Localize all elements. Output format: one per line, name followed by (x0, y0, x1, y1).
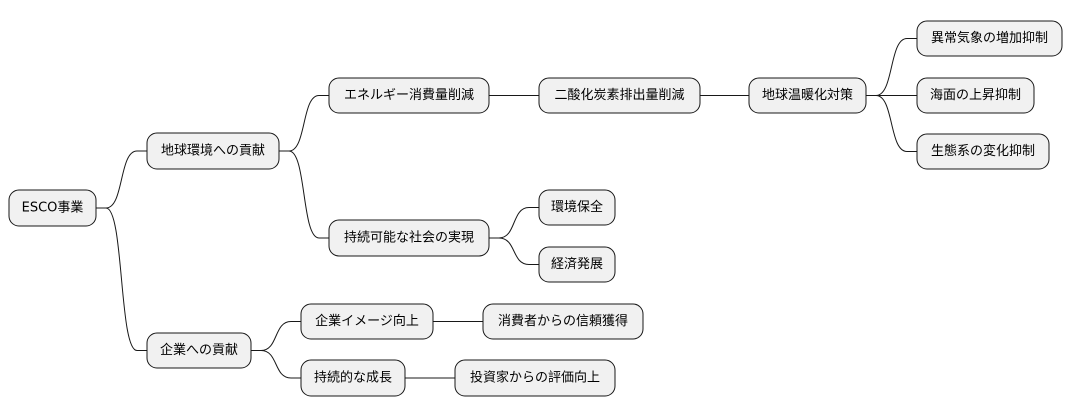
node-environment-conservation: 環境保全 (538, 189, 616, 226)
node-label: 地球温暖化対策 (762, 87, 853, 103)
node-economic-development: 経済発展 (538, 246, 616, 283)
node-global-warming: 地球温暖化対策 (748, 77, 867, 114)
node-label: 異常気象の増加抑制 (931, 30, 1048, 46)
edge-warming-to-ecosystem (866, 95, 917, 152)
node-global-environment: 地球環境への貢献 (146, 132, 280, 170)
node-label: 環境保全 (551, 199, 603, 215)
edge-sustainable-to-economy (489, 237, 539, 265)
node-label: 消費者からの信頼獲得 (498, 313, 628, 329)
node-ecosystem: 生態系の変化抑制 (916, 133, 1050, 170)
node-sustainable-society: 持続可能な社会の実現 (328, 219, 490, 257)
node-label: 持続的な成長 (314, 370, 392, 386)
edge-root-to-global (96, 150, 147, 209)
node-label: エネルギー消費量削減 (344, 87, 474, 103)
node-co2-reduction: 二酸化炭素排出量削減 (538, 77, 701, 114)
edge-global-to-sustainable (279, 150, 329, 239)
node-label: 持続可能な社会の実現 (344, 230, 474, 246)
edge-warming-to-weather (866, 38, 917, 96)
edge-global-to-energy (279, 95, 329, 152)
node-label: 経済発展 (551, 256, 603, 272)
mindmap-edges (96, 38, 917, 379)
edge-corporate-to-image (251, 321, 301, 351)
node-label: 企業イメージ向上 (315, 313, 419, 329)
node-sustainable-growth: 持続的な成長 (300, 359, 406, 397)
node-consumer-trust: 消費者からの信頼獲得 (482, 303, 644, 340)
node-label: 生態系の変化抑制 (931, 143, 1035, 159)
edge-corporate-to-growth (251, 350, 301, 379)
node-investor-evaluation: 投資家からの評価向上 (454, 359, 616, 397)
node-corporate-image: 企業イメージ向上 (300, 303, 434, 340)
node-label: 企業への貢献 (160, 342, 238, 358)
node-sea-level: 海面の上昇抑制 (916, 77, 1035, 114)
node-root: ESCO事業 (8, 189, 97, 227)
node-label: 海面の上昇抑制 (930, 88, 1021, 103)
node-label: 地球環境への貢献 (161, 144, 265, 159)
node-label: ESCO事業 (22, 200, 84, 216)
node-energy-reduction: エネルギー消費量削減 (328, 77, 490, 114)
node-corporate-contribution: 企業への貢献 (146, 332, 252, 369)
edge-root-to-corporate (96, 207, 147, 351)
edge-sustainable-to-environment (489, 207, 539, 239)
node-label: 投資家からの評価向上 (470, 370, 600, 386)
node-abnormal-weather: 異常気象の増加抑制 (916, 20, 1063, 57)
node-label: 二酸化炭素排出量削減 (554, 87, 684, 103)
